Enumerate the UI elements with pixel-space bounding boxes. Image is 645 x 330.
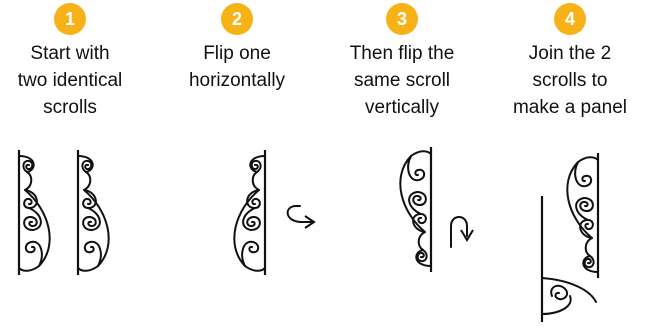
step-4-panel-upper-scroll xyxy=(567,153,598,278)
step-1-caption: Start with two identical scrolls xyxy=(17,43,123,118)
step-3-badge: 3 xyxy=(386,3,418,35)
step-1-badge: 1 xyxy=(54,3,86,35)
step-2-scroll-flipped-horizontal xyxy=(234,150,265,275)
step-1-scroll-left xyxy=(17,148,51,277)
hook-down-arrow-icon xyxy=(450,216,474,248)
step-2-badge: 2 xyxy=(221,3,253,35)
step-2-caption: Flip one horizontally xyxy=(188,43,286,91)
step-3-caption: Then flip the same scroll vertically xyxy=(349,43,455,118)
step-3-scroll-flipped-vertical xyxy=(400,147,431,272)
hook-right-arrow-icon xyxy=(286,205,316,229)
step-4-badge: 4 xyxy=(554,3,586,35)
step-1-scroll-right xyxy=(76,148,110,277)
step-4-caption: Join the 2 scrolls to make a panel xyxy=(512,43,628,118)
step-4-panel-lower-scroll xyxy=(540,196,597,322)
